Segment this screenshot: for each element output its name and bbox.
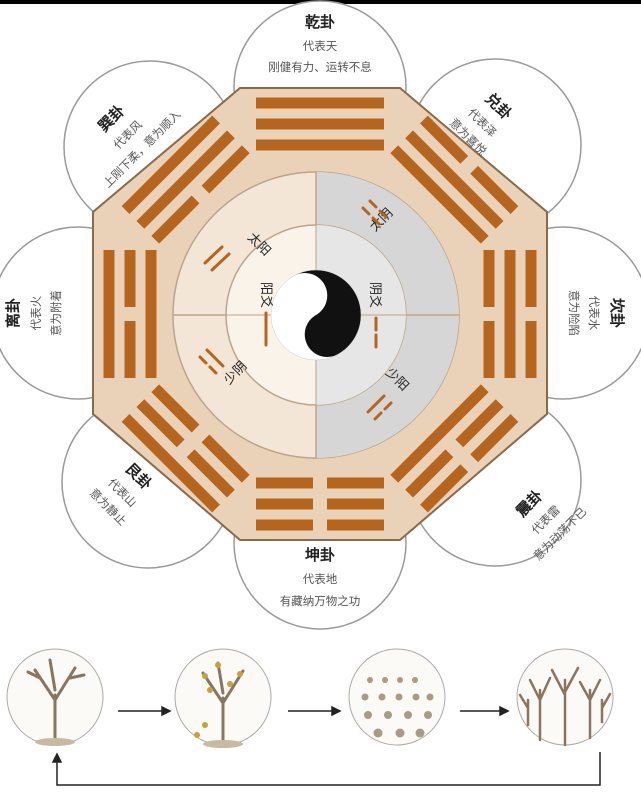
tai-yang-mark-a xyxy=(203,245,224,265)
qian-line2: 刚健有力、运转不息 xyxy=(268,60,372,74)
cycle-section xyxy=(6,648,614,786)
kun-line1: 代表地 xyxy=(303,572,338,586)
li-trigram xyxy=(103,250,157,378)
kun-trigram xyxy=(256,477,384,531)
zhen-yin-line xyxy=(405,449,454,498)
tai-yang-mark-b xyxy=(210,252,231,272)
kan-yin-line xyxy=(483,321,495,378)
zhen-yang-line xyxy=(390,384,489,483)
taiji-icon xyxy=(270,269,362,361)
zhen-yin-line xyxy=(420,464,469,513)
kan-yin-line xyxy=(483,250,495,307)
qian-title: 乾卦 xyxy=(305,13,335,31)
dui-trigram xyxy=(390,115,519,244)
kun-title: 坤卦 xyxy=(305,546,335,564)
kan-yang-line xyxy=(504,250,516,378)
xun-yang-line xyxy=(136,130,235,229)
li-yin-line xyxy=(124,321,136,378)
kun-yin-line xyxy=(327,477,384,489)
gen-yin-line xyxy=(136,399,185,448)
yang-yao-label: 阳爻 xyxy=(258,282,273,308)
kan-yin-line xyxy=(525,250,537,307)
qian-yang-line xyxy=(256,97,384,109)
cycle-arrows xyxy=(51,705,601,786)
gen-yin-line xyxy=(151,384,200,433)
gen-yin-line xyxy=(201,434,250,483)
li-title: 离卦 xyxy=(4,298,22,328)
li-line2: 意为附着 xyxy=(49,290,63,336)
li-line1: 代表火 xyxy=(29,295,43,330)
yao-marks xyxy=(198,199,393,421)
kan-title: 坎卦 xyxy=(608,298,626,328)
dui-yin-line xyxy=(420,115,469,164)
qian-yang-line xyxy=(256,139,384,151)
li-yin-line xyxy=(124,250,136,307)
li-yang-line xyxy=(103,250,115,378)
zhen-yin-line xyxy=(455,399,504,448)
kun-yin-line xyxy=(256,477,313,489)
zhen-trigram xyxy=(390,384,519,513)
qian-line1: 代表天 xyxy=(303,39,338,53)
kan-trigram xyxy=(483,250,537,378)
dui-yang-line xyxy=(390,145,489,244)
kun-line2: 有藏纳万物之功 xyxy=(280,594,361,608)
xun-yang-line xyxy=(121,115,220,214)
xun-yin-line xyxy=(151,195,200,244)
kun-yin-line xyxy=(256,519,313,531)
kun-yin-line xyxy=(327,519,384,531)
xun-trigram xyxy=(121,115,250,244)
kun-yin-line xyxy=(327,498,384,510)
dui-yin-line xyxy=(470,165,519,214)
kan-line1: 代表水 xyxy=(587,296,601,331)
gen-yin-line xyxy=(186,449,235,498)
gen-yang-line xyxy=(121,414,220,513)
zhen-yin-line xyxy=(470,414,519,463)
dui-yang-line xyxy=(405,130,504,229)
kun-yin-line xyxy=(256,498,313,510)
kan-yin-line xyxy=(525,321,537,378)
xun-yin-line xyxy=(201,145,250,194)
yin-yao-label: 阴爻 xyxy=(367,282,382,308)
trigram-bars xyxy=(103,97,537,531)
li-yang-line xyxy=(145,250,157,378)
kan-line2: 意为险陷 xyxy=(567,290,581,336)
qian-trigram xyxy=(256,97,384,151)
qian-yang-line xyxy=(256,118,384,130)
gen-trigram xyxy=(121,384,250,513)
